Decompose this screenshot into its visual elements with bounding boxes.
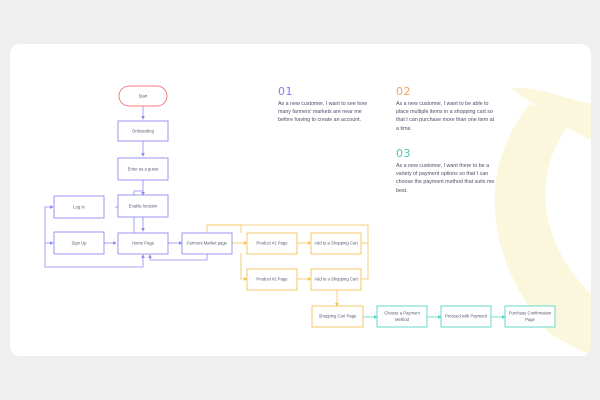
user-story-2: 02 As a new customer, I want to be able … — [396, 86, 496, 133]
svg-text:Log In: Log In — [73, 205, 85, 210]
svg-text:Enable location: Enable location — [129, 204, 158, 209]
decorative-arc — [494, 104, 591, 356]
svg-text:Add to a Shopping Cart: Add to a Shopping Cart — [314, 277, 358, 282]
product-2-page-node[interactable]: Product #2 Page — [246, 268, 298, 291]
proceed-with-payment-node[interactable]: Proceed with Payment — [440, 305, 492, 328]
farmers-market-page-node[interactable]: Farmers Market page — [181, 232, 233, 255]
add-to-cart-2-node[interactable]: Add to a Shopping Cart — [310, 268, 362, 291]
svg-text:Method: Method — [395, 317, 410, 322]
svg-text:Start: Start — [139, 94, 149, 99]
add-to-cart-1-node[interactable]: Add to a Shopping Cart — [310, 232, 362, 255]
svg-text:Shopping Cart Page: Shopping Cart Page — [319, 314, 357, 319]
svg-text:Purchase Confirmation: Purchase Confirmation — [509, 311, 552, 316]
svg-text:Farmers Market page: Farmers Market page — [187, 241, 228, 246]
onboarding-node[interactable]: Onboarding — [117, 120, 169, 142]
story-number: 02 — [396, 85, 411, 98]
user-story-3: 03 As a new customer, I want there to be… — [396, 148, 496, 195]
story-text: As a new customer, I want there to be a … — [396, 163, 495, 194]
user-story-1: 01 As a new customer, I want to see how … — [278, 86, 378, 125]
start-node[interactable]: Start — [118, 85, 168, 107]
story-text: As a new customer, I want to see how man… — [278, 101, 367, 124]
purple-connectors — [44, 106, 208, 268]
story-text: As a new customer, I want to be able to … — [396, 101, 495, 132]
svg-text:Proceed with Payment: Proceed with Payment — [445, 314, 488, 319]
home-page-node[interactable]: Home Page — [117, 232, 169, 255]
product-1-page-node[interactable]: Product #1 Page — [246, 232, 298, 255]
enter-as-guest-node[interactable]: Enter as a guest — [117, 157, 169, 181]
decorative-leaf — [510, 87, 591, 139]
svg-text:Add to a Shopping Cart: Add to a Shopping Cart — [314, 241, 358, 246]
story-number: 03 — [396, 147, 411, 160]
svg-text:Product #2 Page: Product #2 Page — [256, 277, 288, 282]
purchase-confirmation-page-node[interactable]: Purchase Confirmation Page — [504, 305, 556, 328]
svg-text:Home Page: Home Page — [132, 241, 155, 246]
decorative-background-shape — [494, 87, 591, 356]
shopping-cart-page-node[interactable]: Shopping Cart Page — [311, 305, 364, 328]
log-in-node[interactable]: Log In — [53, 195, 105, 219]
svg-text:Page: Page — [525, 317, 535, 322]
svg-text:Product #1 Page: Product #1 Page — [256, 241, 288, 246]
story-number: 01 — [278, 85, 293, 98]
choose-payment-method-node[interactable]: Choose a Payment Method — [376, 305, 428, 328]
canvas-card: Start Onboarding Enter as a guest Enable… — [10, 44, 591, 356]
svg-text:Enter as a guest: Enter as a guest — [128, 167, 159, 172]
user-flow-diagram: Start Onboarding Enter as a guest Enable… — [44, 85, 556, 328]
orange-connectors — [206, 224, 369, 307]
enable-location-node[interactable]: Enable location — [117, 194, 169, 218]
svg-text:Choose a Payment: Choose a Payment — [384, 311, 420, 316]
sign-up-node[interactable]: Sign Up — [53, 231, 105, 255]
svg-text:Sign Up: Sign Up — [72, 241, 88, 246]
svg-text:Onboarding: Onboarding — [132, 129, 155, 134]
